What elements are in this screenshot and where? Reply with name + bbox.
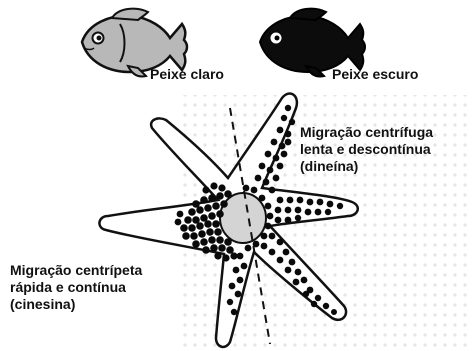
cell-nucleus bbox=[220, 193, 266, 243]
centrifugal-line-3: (dineína) bbox=[300, 158, 433, 175]
centripetal-line-3: (cinesina) bbox=[10, 296, 142, 313]
centripetal-line-2: rápida e contínua bbox=[10, 279, 142, 296]
centrifugal-line-2: lenta e descontínua bbox=[300, 141, 433, 158]
centripetal-migration-label: Migração centrípeta rápida e contínua (c… bbox=[10, 262, 142, 313]
dark-fish-label: Peixe escuro bbox=[332, 66, 418, 83]
centrifugal-migration-label: Migração centrífuga lenta e descontínua … bbox=[300, 124, 433, 175]
centrifugal-line-1: Migração centrífuga bbox=[300, 124, 433, 141]
light-fish-label: Peixe claro bbox=[150, 66, 224, 83]
centripetal-line-1: Migração centrípeta bbox=[10, 262, 142, 279]
